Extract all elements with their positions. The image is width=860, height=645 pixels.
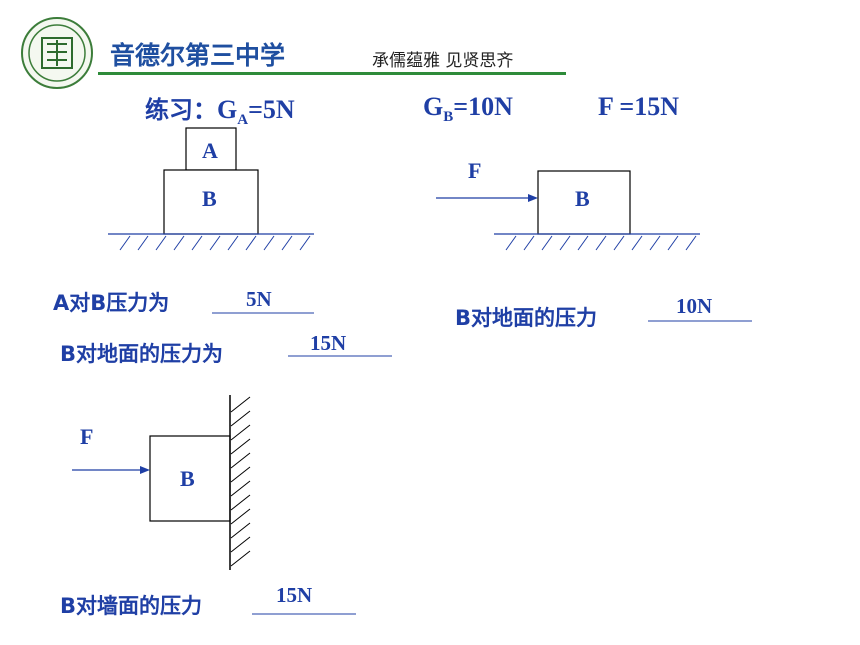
gb-subscript: B	[443, 109, 454, 126]
gb-text: GB=10N	[423, 92, 513, 126]
question-2: B对地面的压力为	[60, 342, 224, 366]
force-arrow-head-3	[140, 466, 150, 474]
exercise-prefix: 练习：	[145, 96, 217, 124]
label-block-b-3: B	[180, 466, 195, 491]
block-a	[185, 127, 237, 171]
ga-value: =5N	[248, 95, 295, 124]
question-1: A对B压力为	[53, 291, 170, 315]
label-force-2: F	[468, 158, 482, 183]
answer-2: 15N	[310, 331, 347, 355]
header-divider	[98, 72, 566, 75]
block-b-2	[537, 170, 631, 235]
gb-label: G	[423, 92, 444, 121]
figure-wall-push	[72, 395, 251, 570]
answer-4: 15N	[276, 583, 313, 607]
ground-hatch	[119, 235, 311, 251]
school-motto: 承儒蕴雅 见贤思齐	[372, 51, 514, 71]
ga-label: G	[217, 95, 238, 124]
block-b-3	[149, 435, 231, 522]
figure-stacked-blocks	[108, 127, 314, 251]
answer-3: 10N	[676, 294, 713, 318]
label-block-b-2: B	[575, 186, 590, 211]
ground-hatch-2	[505, 235, 697, 251]
force-arrow-head	[528, 194, 538, 202]
ga-subscript: A	[237, 112, 249, 129]
school-logo	[20, 16, 94, 90]
label-force-3: F	[80, 424, 94, 449]
label-block-a: A	[202, 138, 218, 163]
figure-horizontal-push	[436, 170, 700, 251]
exercise-title: 练习：GA=5N	[145, 90, 295, 129]
answer-1: 5N	[246, 287, 272, 311]
gb-value: =10N	[453, 92, 513, 121]
school-name: 音德尔第三中学	[110, 41, 286, 70]
question-3: B对地面的压力	[455, 306, 598, 330]
wall-hatch	[230, 396, 251, 567]
question-4: B对墙面的压力	[60, 594, 203, 618]
force-value: F =15N	[598, 92, 680, 121]
label-block-b: B	[202, 186, 217, 211]
